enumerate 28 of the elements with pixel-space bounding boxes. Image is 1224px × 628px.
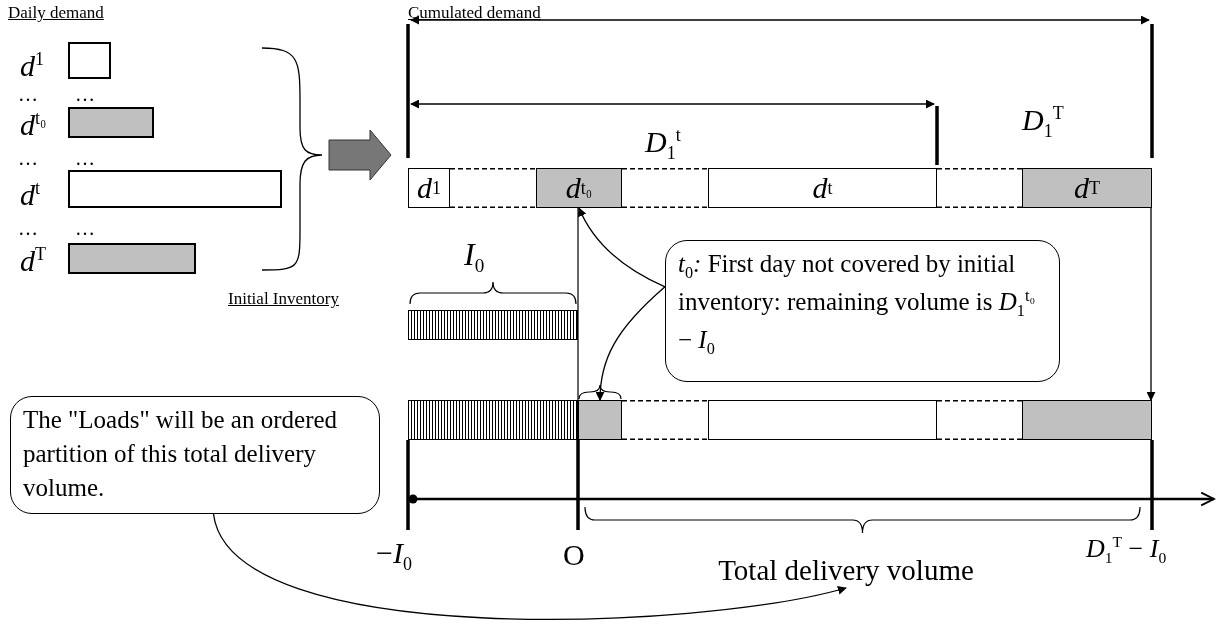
ellipsis: … xyxy=(75,218,95,238)
axis-label: O xyxy=(563,540,585,570)
heading: Cumulated demand xyxy=(408,4,541,21)
heading: Initial Inventory xyxy=(228,290,339,307)
math-label: d$^{1}$ xyxy=(20,50,44,81)
math-label: d$^{t₀}$ xyxy=(20,109,47,140)
math-label: I$_{0}$ xyxy=(464,238,485,276)
demand-bar xyxy=(1022,400,1152,440)
heading: Daily demand xyxy=(8,4,104,21)
demand-bar xyxy=(708,400,937,440)
curved-arrow xyxy=(578,207,666,288)
inventory-bar xyxy=(408,400,578,440)
callout: The "Loads" will be an ordered partition of this total delivery volume. xyxy=(10,396,380,514)
inventory-bar xyxy=(408,310,578,340)
ellipsis: … xyxy=(18,218,38,238)
curved-arrow xyxy=(595,286,666,401)
curved-arrow xyxy=(212,513,847,620)
math-label: d$^{t}$ xyxy=(20,179,40,210)
demand-bar xyxy=(578,400,622,440)
axis-label: −I$_{0}$ xyxy=(376,538,412,573)
ellipsis: … xyxy=(18,84,38,104)
ellipsis: … xyxy=(75,148,95,168)
axis-label: D$_{1}$$^{T}$ − I$_{0}$ xyxy=(1086,534,1167,566)
arrow xyxy=(1146,207,1156,401)
math-label: d$^{T}$ xyxy=(20,245,46,276)
ellipsis: … xyxy=(18,148,38,168)
ellipsis: … xyxy=(75,84,95,104)
axis-label: Total delivery volume xyxy=(684,552,1008,588)
